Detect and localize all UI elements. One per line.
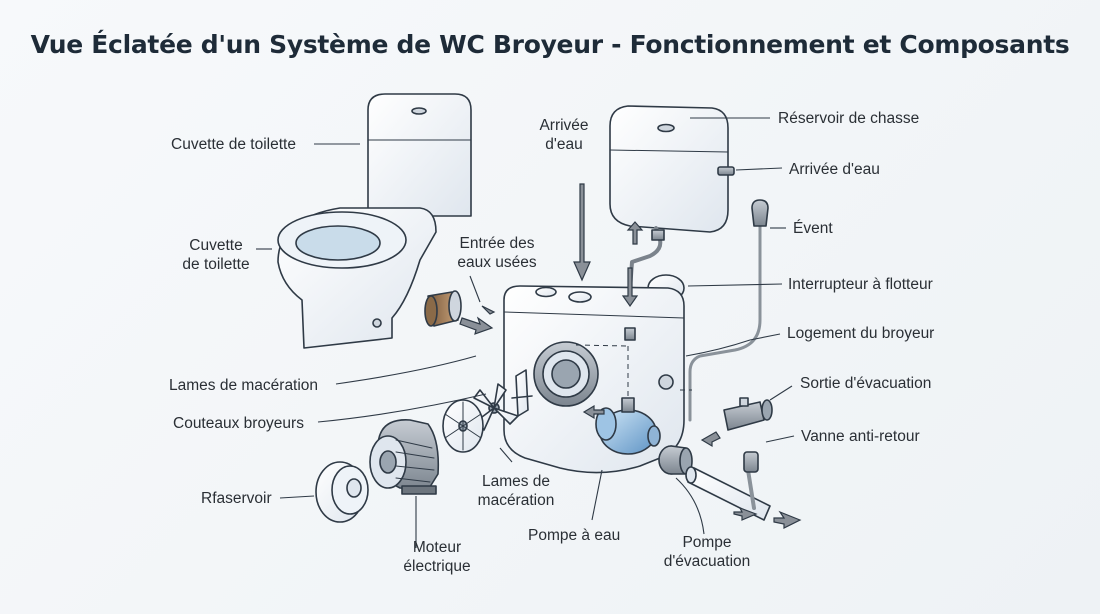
toilet-tank [367, 93, 472, 217]
maceration-blade-small [511, 369, 533, 417]
diagram-title: Vue Éclatée d'un Système de WC Broyeur -… [30, 30, 1070, 59]
label-line: de toilette [182, 256, 250, 273]
label-vanne-anti-retour: Vanne anti-retour [801, 428, 920, 445]
label-line: Lames de [481, 473, 551, 490]
water-pump [595, 397, 661, 455]
label-lames-maceration-left: Lames de macération [169, 377, 319, 394]
label-line: eaux usées [457, 254, 537, 271]
flush-tank [609, 105, 735, 292]
label-moteur-electrique: Moteur électrique [392, 538, 482, 576]
label-line: Entrée des [459, 235, 535, 252]
label-line: électrique [403, 558, 471, 575]
toilet-bowl [277, 207, 437, 349]
label-cuvette-de-toilette: Cuvette de toilette [171, 136, 296, 153]
label-couteaux-broyeurs: Couteaux broyeurs [173, 415, 304, 432]
flow-arrows [459, 183, 802, 529]
waste-inlet-pipe [424, 290, 462, 327]
grinder-knives [473, 383, 519, 431]
check-valve [723, 397, 773, 431]
label-reservoir-left: Rfaservoir [201, 490, 272, 507]
label-sortie-evacuation: Sortie d'évacuation [800, 375, 932, 392]
discharge-pipe [685, 451, 771, 521]
vent-pipe [688, 199, 769, 422]
label-line: Arrivée [539, 117, 589, 134]
electric-motor [369, 419, 440, 495]
label-line: Cuvette [189, 237, 243, 254]
label-logement-du-broyeur: Logement du broyeur [787, 325, 935, 342]
maceration-disc [442, 399, 484, 453]
label-lames-maceration-bottom: Lames de macération [466, 472, 566, 510]
label-entree-eaux-usees: Entrée des eaux usées [452, 234, 542, 272]
label-line: Moteur [412, 539, 462, 556]
label-pompe-a-eau: Pompe à eau [528, 527, 621, 544]
outlet-fitting [658, 445, 693, 475]
label-cuvette-de-toilette-2: Cuvette de toilette [176, 236, 256, 274]
label-line: d'eau [545, 136, 583, 153]
label-arrivee-eau-right: Arrivée d'eau [789, 161, 880, 178]
reservoir-cap [315, 461, 369, 523]
label-line: Pompe [682, 534, 732, 551]
label-reservoir-de-chasse: Réservoir de chasse [778, 110, 920, 127]
label-line: d'évacuation [663, 553, 751, 570]
leader-lines [256, 117, 795, 548]
label-interrupteur-a-flotteur: Interrupteur à flotteur [788, 276, 933, 293]
label-event: Évent [793, 220, 833, 237]
label-line: macération [477, 492, 555, 509]
label-pompe-evacuation: Pompe d'évacuation [656, 533, 758, 571]
label-arrivee-eau-center: Arrivée d'eau [532, 116, 596, 154]
